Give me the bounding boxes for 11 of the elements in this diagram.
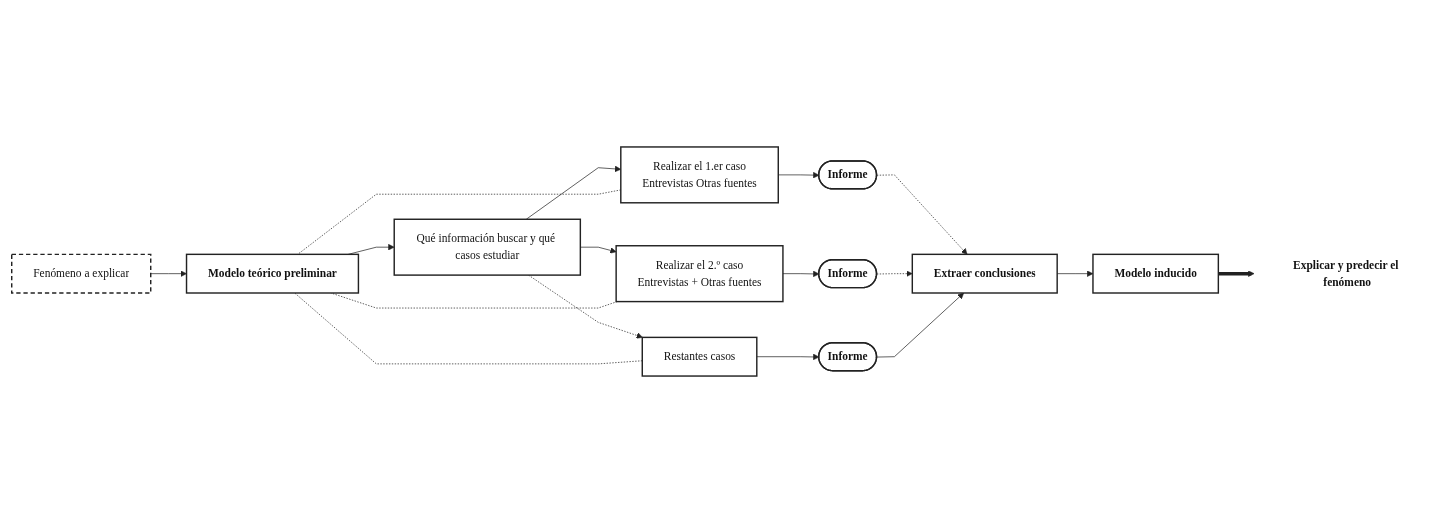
- node-box: Modelo teórico preliminar: [185, 253, 360, 294]
- node-text: Explicar y predecir el fenómeno: [1293, 258, 1399, 288]
- arrow: [1218, 270, 1255, 277]
- node-box: Qué información buscar y qué casos estudiar: [393, 218, 582, 276]
- node-box: Realizar el 2.º caso Entrevistas + Otras fuentes: [615, 245, 784, 303]
- node-box: Restantes casos: [641, 336, 758, 377]
- connector: [294, 292, 643, 365]
- node-box: Extraer conclusiones: [911, 253, 1058, 294]
- node-box: Realizar el 1.er caso Entrevistas Otras fuentes: [620, 146, 779, 204]
- node-box: Modelo inducido: [1092, 253, 1220, 294]
- node-box: Fenómeno a explicar: [11, 253, 152, 294]
